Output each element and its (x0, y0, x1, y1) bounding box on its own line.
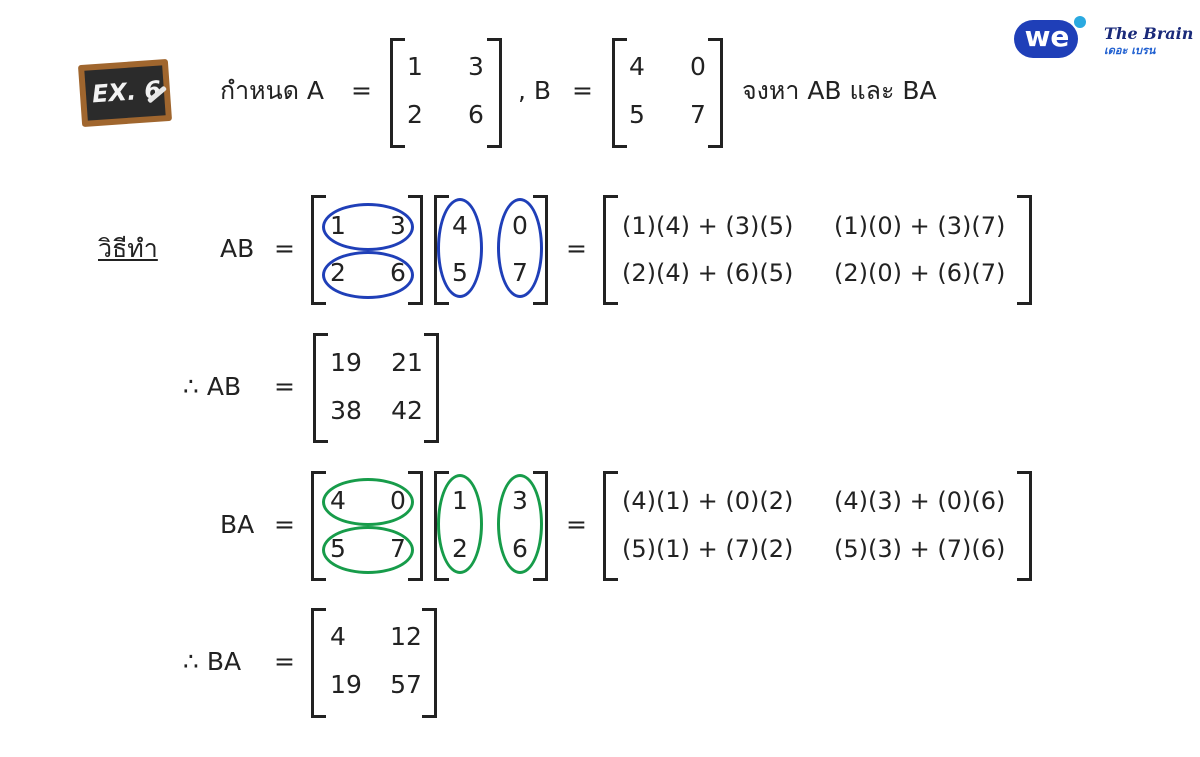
row-highlight-oval (322, 251, 414, 299)
ba-left-matrix-right-bracket (408, 471, 423, 581)
ab-result-cell: 21 (391, 348, 423, 377)
ab-label: AB (220, 234, 255, 263)
equals-sign: = (274, 372, 295, 401)
matrix-b-left-bracket (612, 38, 627, 148)
ab-expansion-cell: (1)(0) + (3)(7) (834, 212, 1006, 240)
column-highlight-oval (437, 474, 483, 574)
ab-result-cell: 38 (330, 396, 362, 425)
equals-sign: = (274, 234, 295, 263)
column-highlight-oval (497, 198, 543, 298)
matrix-a-right-bracket (487, 38, 502, 148)
brand-line1: The Brain (1104, 24, 1194, 43)
ba-result-right-bracket (422, 608, 437, 718)
ab-expansion-cell: (2)(0) + (6)(7) (834, 259, 1006, 287)
ab-right-matrix-left-bracket (434, 195, 449, 305)
row-highlight-oval (322, 478, 414, 526)
matrix-b-right-bracket (708, 38, 723, 148)
equals-sign: = (566, 234, 587, 263)
matrix-a-cell: 3 (468, 52, 484, 81)
we-logo: we (1014, 16, 1090, 58)
matrix-a-cell: 1 (407, 52, 423, 81)
ba-label: BA (220, 510, 255, 539)
ba-result-cell: 4 (330, 622, 346, 651)
matrix-b-cell: 0 (690, 52, 706, 81)
ba-right-matrix-right-bracket (533, 471, 548, 581)
badge-label: EX. 6 (91, 75, 162, 109)
ba-result-left-bracket (311, 608, 326, 718)
given-label: กำหนด A (220, 76, 325, 105)
ba-expansion-cell: (4)(3) + (0)(6) (834, 487, 1006, 515)
equals-sign: = (274, 647, 295, 676)
matrix-b-cell: 7 (690, 100, 706, 129)
equals-sign: = (566, 510, 587, 539)
matrix-a-cell: 6 (468, 100, 484, 129)
ab-left-matrix-right-bracket (408, 195, 423, 305)
ba-result-label: ∴ BA (183, 647, 242, 676)
ba-expansion-right-bracket (1017, 471, 1032, 581)
ab-expansion-cell: (1)(4) + (3)(5) (622, 212, 794, 240)
ab-result-cell: 19 (330, 348, 362, 377)
method-label: วิธีทำ (98, 234, 158, 263)
ab-result-left-bracket (313, 333, 328, 443)
column-highlight-oval (497, 474, 543, 574)
ba-result-cell: 12 (390, 622, 422, 651)
equals-sign: = (572, 76, 593, 105)
ba-right-matrix-left-bracket (434, 471, 449, 581)
ba-result-cell: 57 (390, 670, 422, 699)
equals-sign: = (274, 510, 295, 539)
ba-expansion-cell: (5)(3) + (7)(6) (834, 535, 1006, 563)
matrix-a-left-bracket (390, 38, 405, 148)
ab-expansion-cell: (2)(4) + (6)(5) (622, 259, 794, 287)
row-highlight-oval (322, 526, 414, 574)
ab-expansion-left-bracket (603, 195, 618, 305)
row-highlight-oval (322, 203, 414, 251)
ab-result-right-bracket (424, 333, 439, 443)
chalkboard-badge-icon: EX. 6 (77, 58, 173, 128)
equals-sign: = (351, 76, 372, 105)
ba-expansion-cell: (4)(1) + (0)(2) (622, 487, 794, 515)
ba-result-cell: 19 (330, 670, 362, 699)
ab-result-label: ∴ AB (183, 372, 242, 401)
matrix-b-cell: 4 (629, 52, 645, 81)
ab-left-matrix-left-bracket (311, 195, 326, 305)
column-highlight-oval (437, 198, 483, 298)
ba-expansion-cell: (5)(1) + (7)(2) (622, 535, 794, 563)
ab-right-matrix-right-bracket (533, 195, 548, 305)
matrix-a-cell: 2 (407, 100, 423, 129)
we-logo-text: we (1024, 20, 1070, 53)
ba-expansion-left-bracket (603, 471, 618, 581)
brand-line2: เดอะ เบรน (1104, 44, 1156, 57)
ab-result-cell: 42 (391, 396, 423, 425)
find-label: จงหา AB และ BA (742, 76, 937, 105)
ab-expansion-right-bracket (1017, 195, 1032, 305)
comma-b-label: , B (518, 76, 552, 105)
matrix-b-cell: 5 (629, 100, 645, 129)
ba-left-matrix-left-bracket (311, 471, 326, 581)
the-brain-logo: The Brain เดอะ เบรน (1104, 24, 1194, 64)
